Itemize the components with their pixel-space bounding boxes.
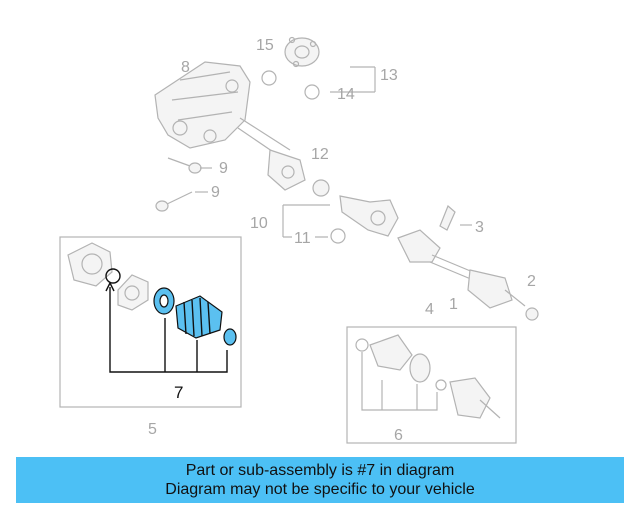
banner-line-1: Part or sub-assembly is #7 in diagram (185, 462, 455, 479)
parts-diagram: 8 15 13 14 9 9 12 10 11 3 2 1 4 5 6 7 (59, 36, 539, 444)
callout-4: 4 (425, 301, 434, 318)
callout-11: 11 (294, 230, 311, 247)
callout-9a: 9 (219, 160, 228, 177)
callout-13: 13 (380, 67, 398, 84)
part-7-components (105, 268, 237, 373)
output-flange (261, 36, 376, 100)
axle-shaft (397, 204, 539, 321)
callout-8: 8 (181, 59, 190, 76)
callout-3: 3 (475, 219, 484, 236)
box-4 (346, 326, 517, 444)
callout-9b: 9 (211, 184, 220, 201)
callout-15: 15 (256, 37, 274, 54)
callout-5: 5 (148, 421, 157, 438)
banner-line-2: Diagram may not be specific to your vehi… (165, 481, 475, 498)
callout-2: 2 (527, 273, 536, 290)
callout-12: 12 (311, 146, 329, 163)
callout-14: 14 (337, 86, 355, 103)
callout-1: 1 (449, 296, 458, 313)
bolts (155, 157, 212, 212)
info-banner: Part or sub-assembly is #7 in diagram Di… (16, 457, 624, 503)
callout-7: 7 (174, 383, 183, 402)
callout-6: 6 (394, 427, 403, 444)
intermediate-shaft (282, 179, 399, 244)
differential-housing (154, 61, 306, 191)
inner-cv-joint (67, 242, 149, 311)
box-5 (59, 236, 242, 408)
outer-cv-joint (355, 334, 501, 419)
callout-10: 10 (250, 215, 268, 232)
